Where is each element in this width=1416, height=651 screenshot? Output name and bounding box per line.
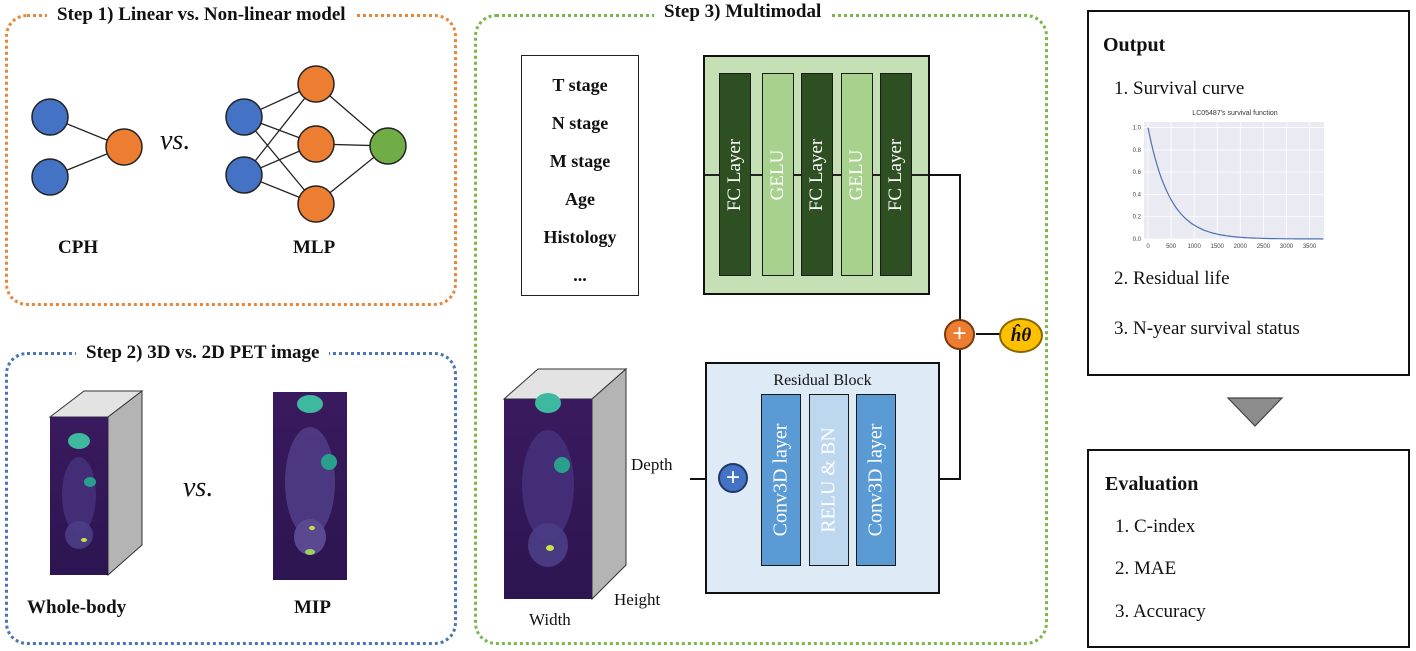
conv3d-layer-2: Conv3D layer [856,394,896,566]
feature-age: Age [565,189,595,209]
mlp-hidden-node [297,65,335,103]
height-label: Height [614,590,661,609]
output-title: Output [1103,34,1166,56]
survival-curve-title: LC05487's survival function [1192,110,1277,117]
width-label: Width [529,610,571,629]
y-tick-label: 0.2 [1133,215,1142,221]
clinical-features-box: T stage N stage M stage Age Histology ..… [521,55,639,296]
step1-network-diagram [31,65,407,223]
pet-input-volume [502,367,628,601]
mlp-hidden-node [297,125,335,163]
evaluation-item-mae: 2. MAE [1115,558,1177,579]
down-arrow-icon [1226,397,1284,427]
survival-curve-line [1147,127,1324,240]
fc-layer-3: FC Layer [880,73,912,276]
evaluation-item-accuracy: 3. Accuracy [1115,601,1206,622]
fc-layer-2: FC Layer [801,73,833,276]
cph-input-node [31,158,69,196]
step1-title: Step 1) Linear vs. Non-linear model [47,3,356,27]
x-tick-label: 3000 [1280,244,1294,250]
cph-input-node [31,98,69,136]
mip-pet-image [273,392,347,580]
whole-body-pet-volume [48,389,144,577]
fusion-add-node: + [944,319,975,350]
cph-output-node [105,128,143,166]
evaluation-title: Evaluation [1105,473,1199,495]
step2-vs: vs. [183,472,214,503]
output-item-survival-curve: 1. Survival curve [1114,78,1245,99]
feature-t-stage: T stage [552,75,608,95]
relu-bn-layer: RELU & BN [809,394,849,566]
step1-vs: vs. [160,125,191,156]
hazard-output-node: ĥθ [999,318,1043,353]
y-tick-label: 0.4 [1133,192,1142,198]
step2-title: Step 2) 3D vs. 2D PET image [76,341,330,365]
x-tick-label: 1000 [1187,244,1201,250]
evaluation-box: Evaluation 1. C-index 2. MAE 3. Accuracy [1087,449,1410,648]
residual-block-title: Residual Block [773,372,872,389]
mlp-input-node [225,156,263,194]
output-item-survival-status: 3. N-year survival status [1114,318,1300,339]
mlp-input-node [225,98,263,136]
feature-m-stage: M stage [549,151,611,171]
output-item-residual-life: 2. Residual life [1114,268,1230,289]
depth-label: Depth [631,455,673,474]
evaluation-item-c-index: 1. C-index [1115,516,1196,537]
y-tick-label: 1.0 [1133,126,1142,132]
x-tick-label: 1500 [1211,244,1225,250]
x-tick-label: 2000 [1234,244,1248,250]
fc-layer-1: FC Layer [719,73,751,276]
whole-body-label: Whole-body [27,597,127,618]
step3-title: Step 3) Multimodal [654,0,832,24]
mlp-hidden-node [297,185,335,223]
residual-add-node: + [718,463,748,493]
mip-label: MIP [294,597,331,618]
mlp-label: MLP [293,237,336,258]
x-tick-label: 500 [1166,244,1177,250]
feature-n-stage: N stage [551,113,609,133]
x-tick-label: 2500 [1257,244,1271,250]
feature-ellipsis: ... [573,265,587,285]
mlp-output-node [369,127,407,165]
gelu-layer-2: GELU [841,73,873,276]
conv3d-layer-1: Conv3D layer [761,394,801,566]
y-tick-label: 0.8 [1133,148,1142,154]
survival-curve-chart: LC05487's survival function 0.0 0.2 0.4 0.6… [1133,110,1324,250]
feature-histology: Histology [543,227,617,247]
x-tick-label: 0 [1146,244,1150,250]
cph-label: CPH [58,237,99,258]
y-tick-label: 0.0 [1133,237,1142,243]
y-tick-label: 0.6 [1133,170,1142,176]
x-tick-label: 3500 [1303,244,1317,250]
gelu-layer-1: GELU [762,73,794,276]
